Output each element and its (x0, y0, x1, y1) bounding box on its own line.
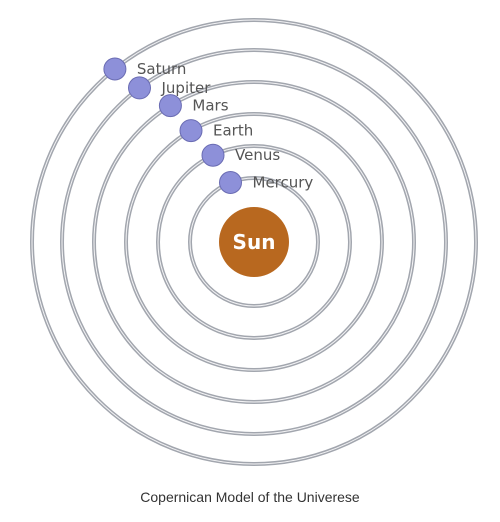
orbit-highlight (125, 113, 383, 371)
planet-label-mars: Mars (192, 97, 228, 115)
sun (219, 207, 289, 277)
planet-earth (179, 119, 203, 143)
planet-label-mercury: Mercury (253, 174, 314, 192)
orbit-highlight (31, 19, 477, 465)
planet-jupiter (128, 76, 151, 100)
planet-label-saturn: Saturn (137, 60, 187, 78)
planet-label-venus: Venus (235, 146, 280, 164)
orbit-highlight (93, 81, 415, 403)
orbits (30, 18, 478, 466)
orbit-highlight (61, 49, 447, 435)
orbit-highlight (157, 145, 351, 339)
figure-caption: Copernican Model of the Univerese (140, 489, 360, 505)
sun-label: Sun (233, 230, 276, 254)
planet-label-jupiter: Jupiter (161, 79, 212, 97)
planet-mars (158, 94, 182, 118)
planet-label-earth: Earth (213, 122, 253, 140)
orbit-highlight (189, 177, 319, 307)
planet-saturn (103, 57, 127, 81)
planet-mercury (219, 171, 242, 194)
planet-venus (201, 143, 225, 167)
